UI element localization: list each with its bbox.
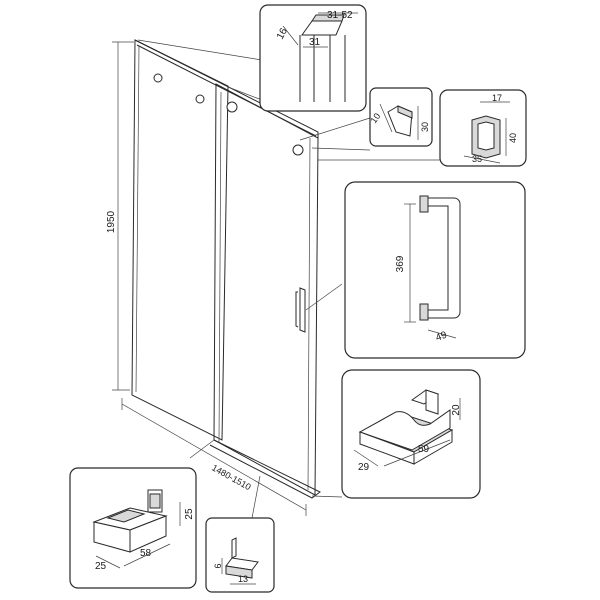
callout-door-seal: 6 13 bbox=[206, 518, 274, 592]
stopper-dim-d: 29 bbox=[358, 462, 370, 473]
height-dimension: 1950 bbox=[106, 42, 134, 390]
clip-dim-d: 35 bbox=[472, 154, 482, 164]
callout-wall-clip: 17 40 35 bbox=[440, 90, 526, 166]
door-handle bbox=[296, 288, 305, 332]
callout-handle: 369 49 bbox=[345, 182, 525, 358]
roller-dim-b: 30 bbox=[420, 122, 430, 132]
seal-dim-w: 13 bbox=[238, 574, 248, 584]
stopper-dim-h: 20 bbox=[451, 404, 462, 416]
callout-top-profile: 16 31-52 31 bbox=[260, 5, 366, 111]
clip-dim-w: 17 bbox=[492, 93, 502, 103]
callout-roller: 10 30 bbox=[368, 88, 432, 146]
profile-dim-b: 31-52 bbox=[327, 10, 353, 21]
fixed-glass-panel bbox=[132, 40, 228, 440]
height-value: 1950 bbox=[106, 210, 117, 233]
guide-dim-d: 25 bbox=[95, 561, 107, 572]
clip-dim-h: 40 bbox=[508, 133, 518, 143]
roller-wheel bbox=[227, 102, 237, 112]
profile-dim-c: 31 bbox=[309, 37, 321, 48]
stopper-dim-w: 59 bbox=[418, 444, 430, 455]
roller-wheel bbox=[196, 95, 204, 103]
sliding-glass-door bbox=[214, 84, 318, 495]
roller-wheel bbox=[293, 145, 303, 155]
roller-wheel bbox=[154, 74, 162, 82]
handle-dim-h: 369 bbox=[395, 255, 406, 272]
callout-door-stopper: 20 29 59 bbox=[342, 370, 480, 498]
seal-dim-h: 6 bbox=[213, 563, 223, 568]
callout-bottom-guide: 25 25 58 bbox=[70, 468, 196, 588]
guide-dim-w: 58 bbox=[140, 548, 152, 559]
guide-dim-h: 25 bbox=[184, 508, 195, 520]
